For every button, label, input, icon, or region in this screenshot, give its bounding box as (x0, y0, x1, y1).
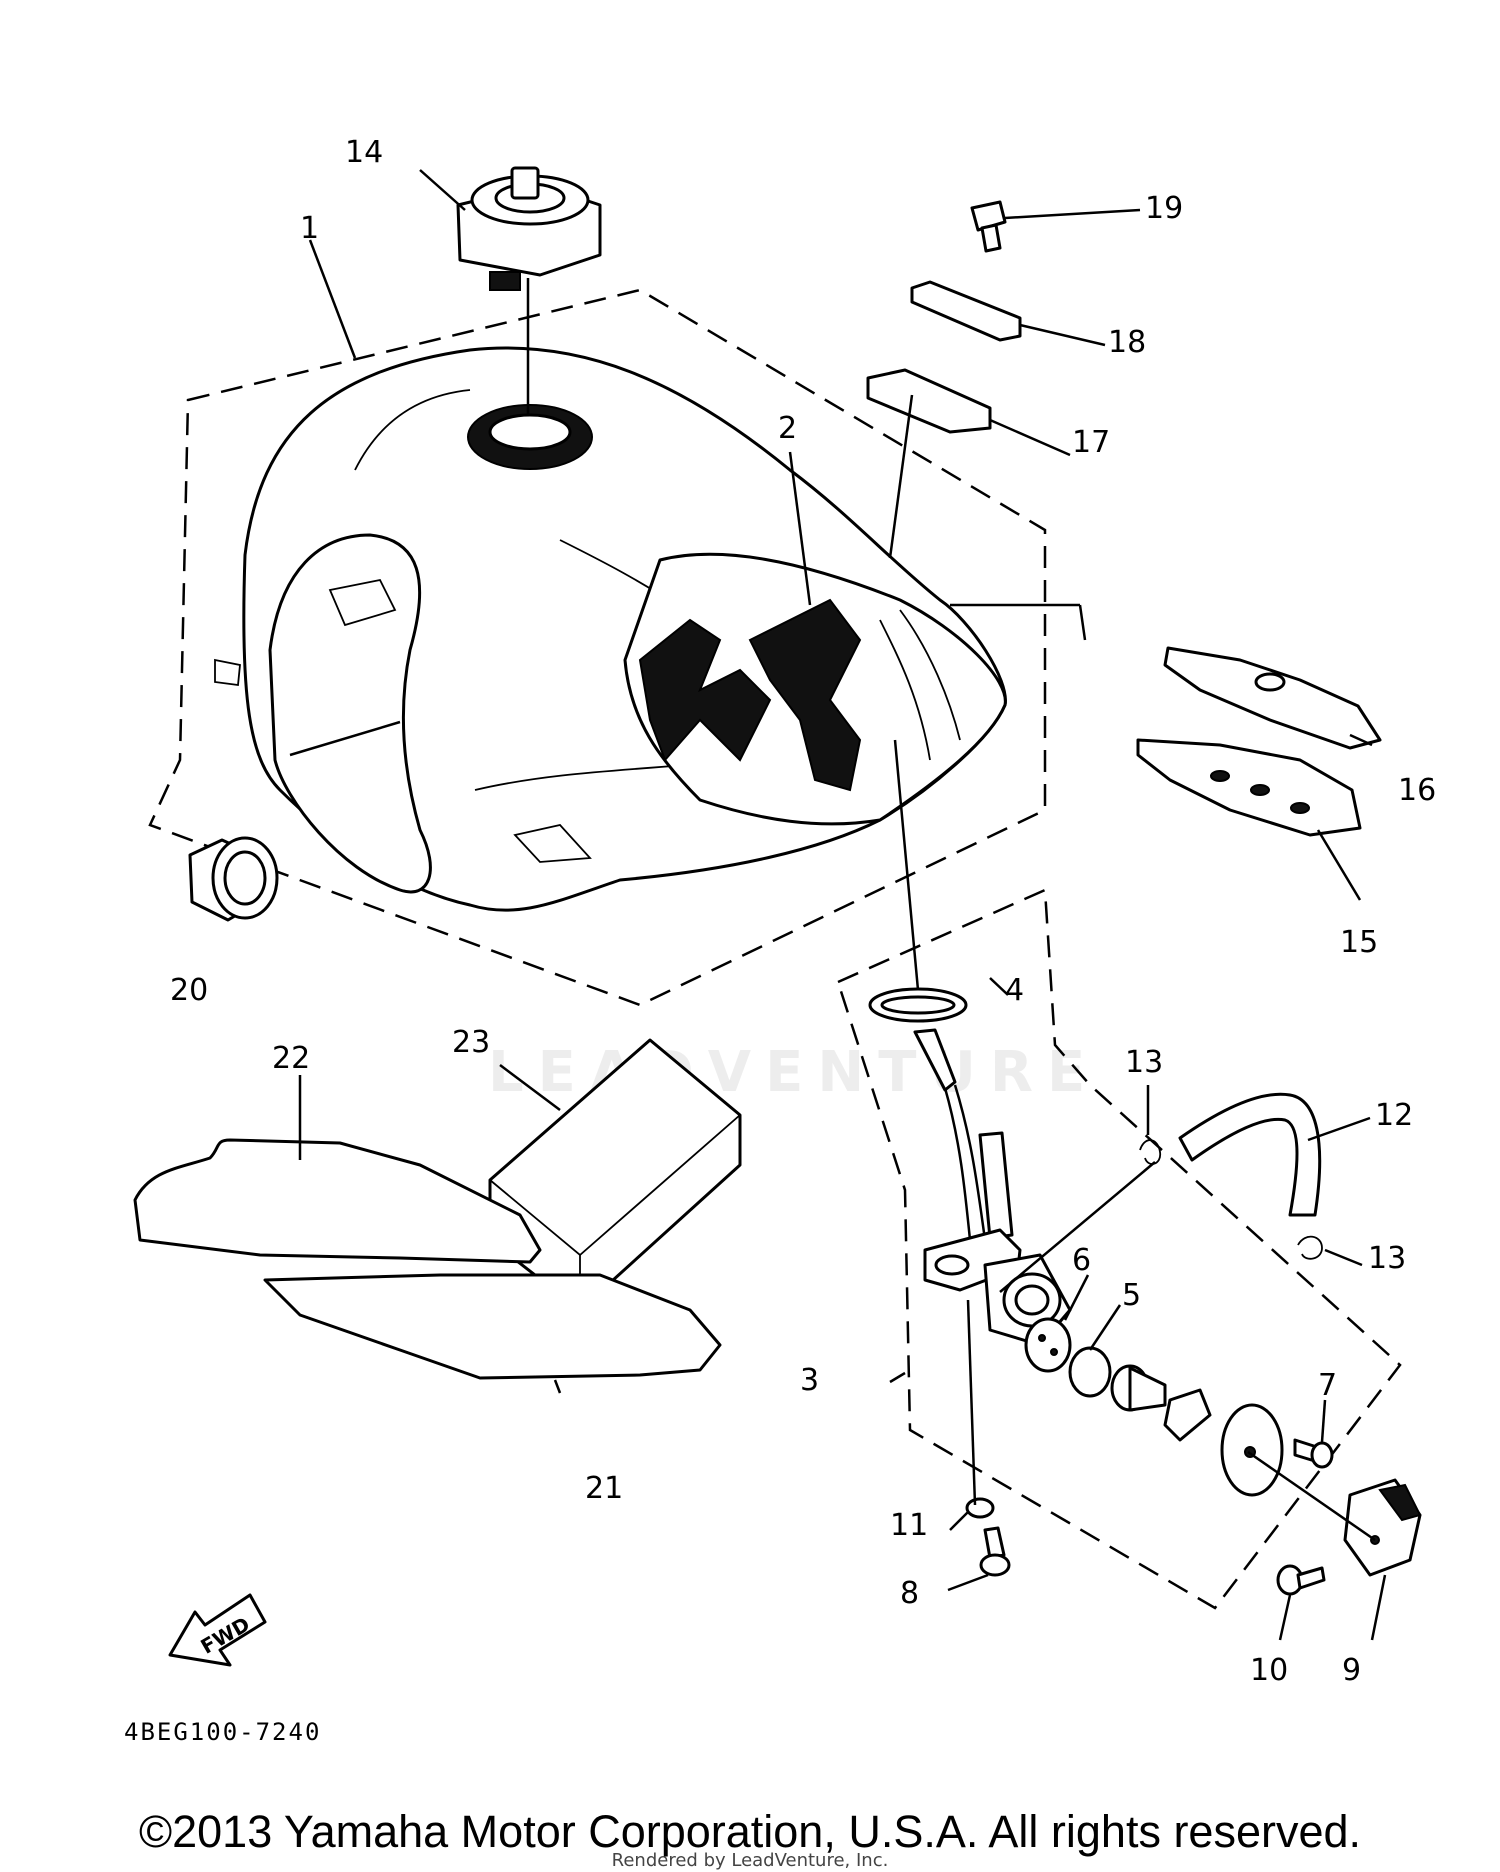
callout-16: 16 (1398, 773, 1436, 808)
lever-9[interactable] (1343, 1478, 1422, 1577)
callout-4: 4 (1005, 973, 1024, 1008)
damper-22[interactable] (133, 1138, 542, 1264)
copyright-text: ©2013 Yamaha Motor Corporation, U.S.A. A… (138, 1806, 1362, 1857)
o-ring-5[interactable] (1068, 1346, 1112, 1398)
callout-1: 1 (300, 211, 319, 246)
callout-9: 9 (1342, 1653, 1361, 1688)
fwd-arrow-icon: FWD (168, 1593, 267, 1667)
clip-13-lower[interactable] (1297, 1235, 1323, 1260)
hose-12[interactable] (1178, 1092, 1322, 1217)
callout-3: 3 (800, 1363, 819, 1398)
washer-11[interactable] (965, 1497, 995, 1519)
leader-lines (289, 169, 1387, 1641)
grommet-20[interactable] (188, 836, 279, 922)
callout-23: 23 (452, 1025, 490, 1060)
clip-13-upper[interactable] (1139, 1139, 1161, 1165)
pad-23[interactable] (488, 1038, 742, 1312)
callout-14: 14 (345, 135, 383, 170)
callout-13-lower: 13 (1368, 1241, 1406, 1276)
fuel-cock[interactable] (868, 987, 1072, 1347)
plate-6[interactable] (1024, 1317, 1072, 1373)
lever-spindle[interactable] (1110, 1364, 1167, 1412)
callout-22: 22 (272, 1041, 310, 1076)
screw-10[interactable] (1276, 1564, 1326, 1596)
screw-8[interactable] (979, 1526, 1011, 1577)
callout-21: 21 (585, 1471, 623, 1506)
diagram-code: 4BEG100-7240 (124, 1718, 322, 1746)
callout-5: 5 (1122, 1278, 1141, 1313)
callout-18: 18 (1108, 325, 1146, 360)
callout-12: 12 (1375, 1098, 1413, 1133)
callout-15: 15 (1340, 925, 1378, 960)
tank-assembly-outline (148, 288, 1047, 1007)
callout-13-upper: 13 (1125, 1045, 1163, 1080)
bolt-19[interactable] (970, 200, 1007, 253)
callout-10: 10 (1250, 1653, 1288, 1688)
callout-2: 2 (778, 411, 797, 446)
callouts: 1 2 3 4 5 6 7 8 9 10 11 12 13 13 14 15 1… (170, 135, 1436, 1688)
callout-11: 11 (890, 1508, 928, 1543)
seal[interactable] (1163, 1388, 1212, 1442)
plate-18[interactable] (910, 280, 1022, 342)
fuel-cap[interactable] (456, 166, 602, 291)
fuel-tank[interactable] (214, 346, 1007, 912)
callout-19: 19 (1145, 191, 1183, 226)
callout-8: 8 (900, 1576, 919, 1611)
bracket-16[interactable] (1163, 646, 1382, 750)
rendered-by-text: Rendered by LeadVenture, Inc. (611, 1850, 889, 1871)
plate[interactable] (1220, 1403, 1284, 1497)
screw-7[interactable] (1293, 1438, 1334, 1469)
callout-17: 17 (1072, 425, 1110, 460)
damper-21[interactable] (263, 1273, 722, 1380)
callout-6: 6 (1072, 1243, 1091, 1278)
fuel-cock-assembly-outline (836, 888, 1402, 1610)
damper-17[interactable] (866, 368, 992, 434)
callout-20: 20 (170, 973, 208, 1008)
bracket-15[interactable] (1136, 738, 1362, 837)
callout-7: 7 (1318, 1368, 1337, 1403)
